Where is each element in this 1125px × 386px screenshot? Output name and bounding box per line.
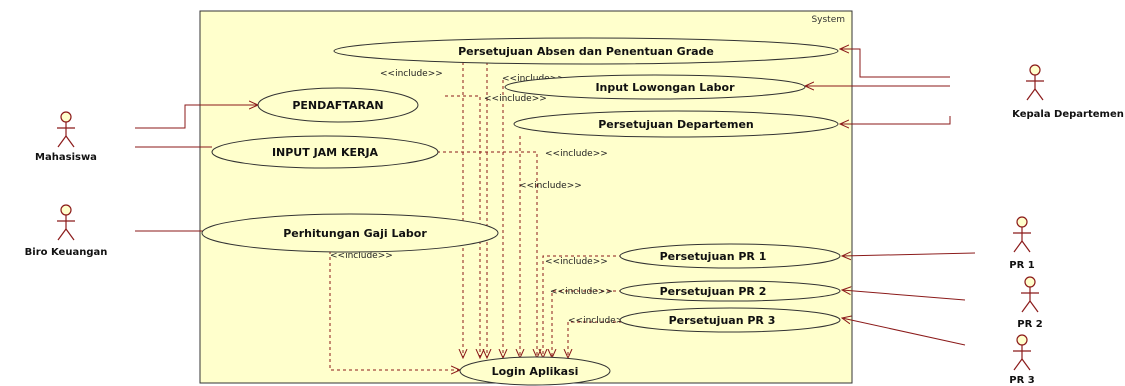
association-lines	[135, 49, 976, 346]
actor-label-pr1: PR 1	[1009, 260, 1035, 271]
include-gaji-login	[329, 245, 460, 370]
svg-text:Persetujuan PR 3: Persetujuan PR 3	[669, 314, 776, 327]
include-label: <<include>>	[519, 181, 582, 191]
usecase-jamkerja[interactable]: INPUT JAM KERJA	[211, 135, 439, 169]
include-pr1-login	[543, 255, 622, 358]
system-label: System	[811, 15, 845, 25]
actor-label-kepala-departemen: Kepala Departemen	[1012, 109, 1124, 120]
include-label: <<include>>	[380, 69, 443, 79]
svg-text:INPUT JAM KERJA: INPUT JAM KERJA	[272, 146, 379, 159]
usecase-absen[interactable]: Persetujuan Absen dan Penentuan Grade	[333, 37, 839, 65]
svg-text:Perhitungan Gaji Labor: Perhitungan Gaji Labor	[283, 227, 427, 240]
actor-label-biro-keuangan: Biro Keuangan	[25, 247, 108, 258]
actor-mahasiswa[interactable]	[57, 111, 75, 148]
svg-text:PENDAFTARAN: PENDAFTARAN	[292, 99, 383, 112]
usecase-gaji[interactable]: Perhitungan Gaji Labor	[201, 213, 499, 253]
include-label: <<include>>	[545, 149, 608, 159]
actors: Mahasiswa Biro Keuangan Kepala Departeme…	[25, 64, 1124, 386]
assoc-kadep-dept	[840, 116, 951, 124]
include-lines	[329, 62, 622, 370]
include-pr3-login	[568, 321, 622, 358]
actor-biro-keuangan[interactable]	[57, 204, 75, 241]
actor-pr1[interactable]	[1013, 216, 1031, 253]
usecase-login[interactable]: Login Aplikasi	[459, 356, 611, 386]
svg-text:Persetujuan PR 2: Persetujuan PR 2	[660, 285, 767, 298]
actor-label-mahasiswa: Mahasiswa	[35, 152, 97, 163]
usecase-lowongan[interactable]: Input Lowongan Labor	[504, 74, 806, 100]
actor-label-pr2: PR 2	[1017, 319, 1043, 330]
include-label: <<include>>	[545, 257, 608, 267]
actor-kepala-departemen[interactable]	[1026, 64, 1044, 101]
include-labels: <<include>> <<include>> <<include>> <<in…	[330, 69, 631, 326]
svg-text:Persetujuan PR 1: Persetujuan PR 1	[660, 250, 767, 263]
usecase-departemen[interactable]: Persetujuan Departemen	[513, 110, 839, 138]
usecase-pendaftaran[interactable]: PENDAFTARAN	[257, 87, 419, 123]
actor-pr2[interactable]	[1021, 276, 1039, 313]
use-cases: Persetujuan Absen dan Penentuan Grade In…	[201, 37, 841, 386]
svg-text:Persetujuan Departemen: Persetujuan Departemen	[598, 118, 754, 131]
actor-pr3[interactable]	[1013, 334, 1031, 371]
include-pr2-login	[552, 290, 622, 358]
include-label: <<include>>	[484, 94, 547, 104]
include-label: <<include>>	[502, 74, 565, 84]
assoc-pr1-uc	[842, 253, 976, 256]
assoc-mahasiswa-pendaftaran	[135, 105, 258, 129]
assoc-kadep-absen	[840, 49, 950, 78]
svg-text:Input Lowongan Labor: Input Lowongan Labor	[595, 81, 735, 94]
svg-text:Persetujuan Absen dan Penentua: Persetujuan Absen dan Penentuan Grade	[458, 45, 714, 58]
usecase-pr1[interactable]: Persetujuan PR 1	[619, 243, 841, 269]
include-label: <<include>>	[568, 316, 631, 326]
svg-text:Login Aplikasi: Login Aplikasi	[492, 365, 579, 378]
usecase-pr2[interactable]: Persetujuan PR 2	[619, 280, 841, 302]
usecase-pr3[interactable]: Persetujuan PR 3	[619, 307, 841, 333]
include-label: <<include>>	[550, 287, 613, 297]
assoc-pr2-uc	[842, 290, 966, 301]
include-label: <<include>>	[330, 251, 393, 261]
assoc-pr3-uc	[842, 318, 966, 346]
actor-label-pr3: PR 3	[1009, 375, 1035, 386]
